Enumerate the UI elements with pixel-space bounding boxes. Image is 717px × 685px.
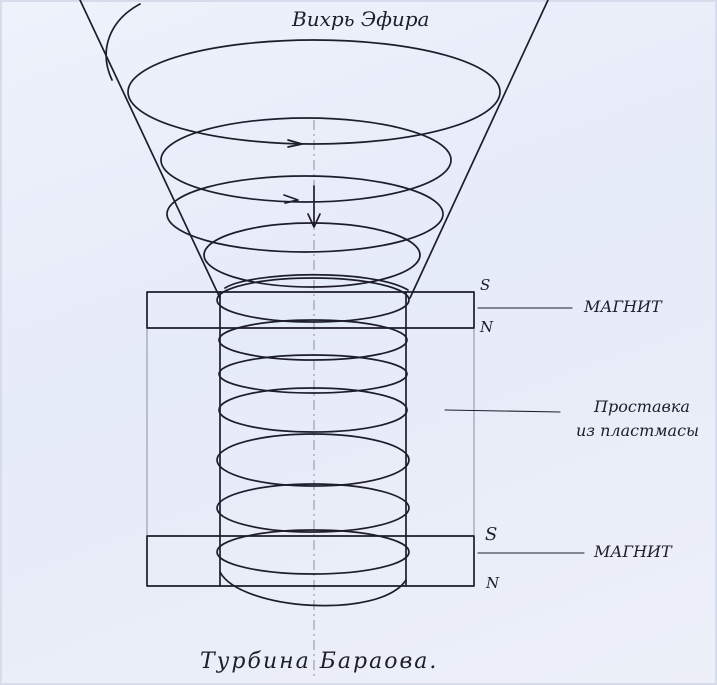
flow-arrows	[283, 139, 321, 228]
cone-right-edge	[409, 0, 549, 299]
vortex-spiral	[105, 3, 501, 291]
top-magnet	[146, 291, 475, 329]
leader-spacer	[444, 409, 561, 413]
pole-n-top: N	[479, 318, 494, 336]
arrow-head-middle	[283, 194, 299, 204]
cone-left-edge	[79, 0, 221, 299]
pole-s-bottom: S	[485, 524, 497, 545]
arrow-head-upper	[287, 139, 303, 148]
magnet-bottom-label: МАГНИТ	[593, 542, 673, 561]
magnet-top-label: МАГНИТ	[583, 297, 663, 316]
spacer-label-line2: из пластмасы	[576, 421, 699, 440]
bottom-magnet	[146, 535, 475, 587]
arrow-down-head	[307, 213, 321, 228]
coil-loops	[216, 277, 410, 607]
spacer-label-line1: Проставка	[593, 397, 690, 416]
diagram-caption: Турбина Бараова.	[200, 649, 438, 674]
pole-s-top: S	[480, 276, 490, 294]
diagram-title: Вихрь Эфира	[291, 7, 429, 31]
pole-n-bottom: N	[485, 574, 500, 592]
